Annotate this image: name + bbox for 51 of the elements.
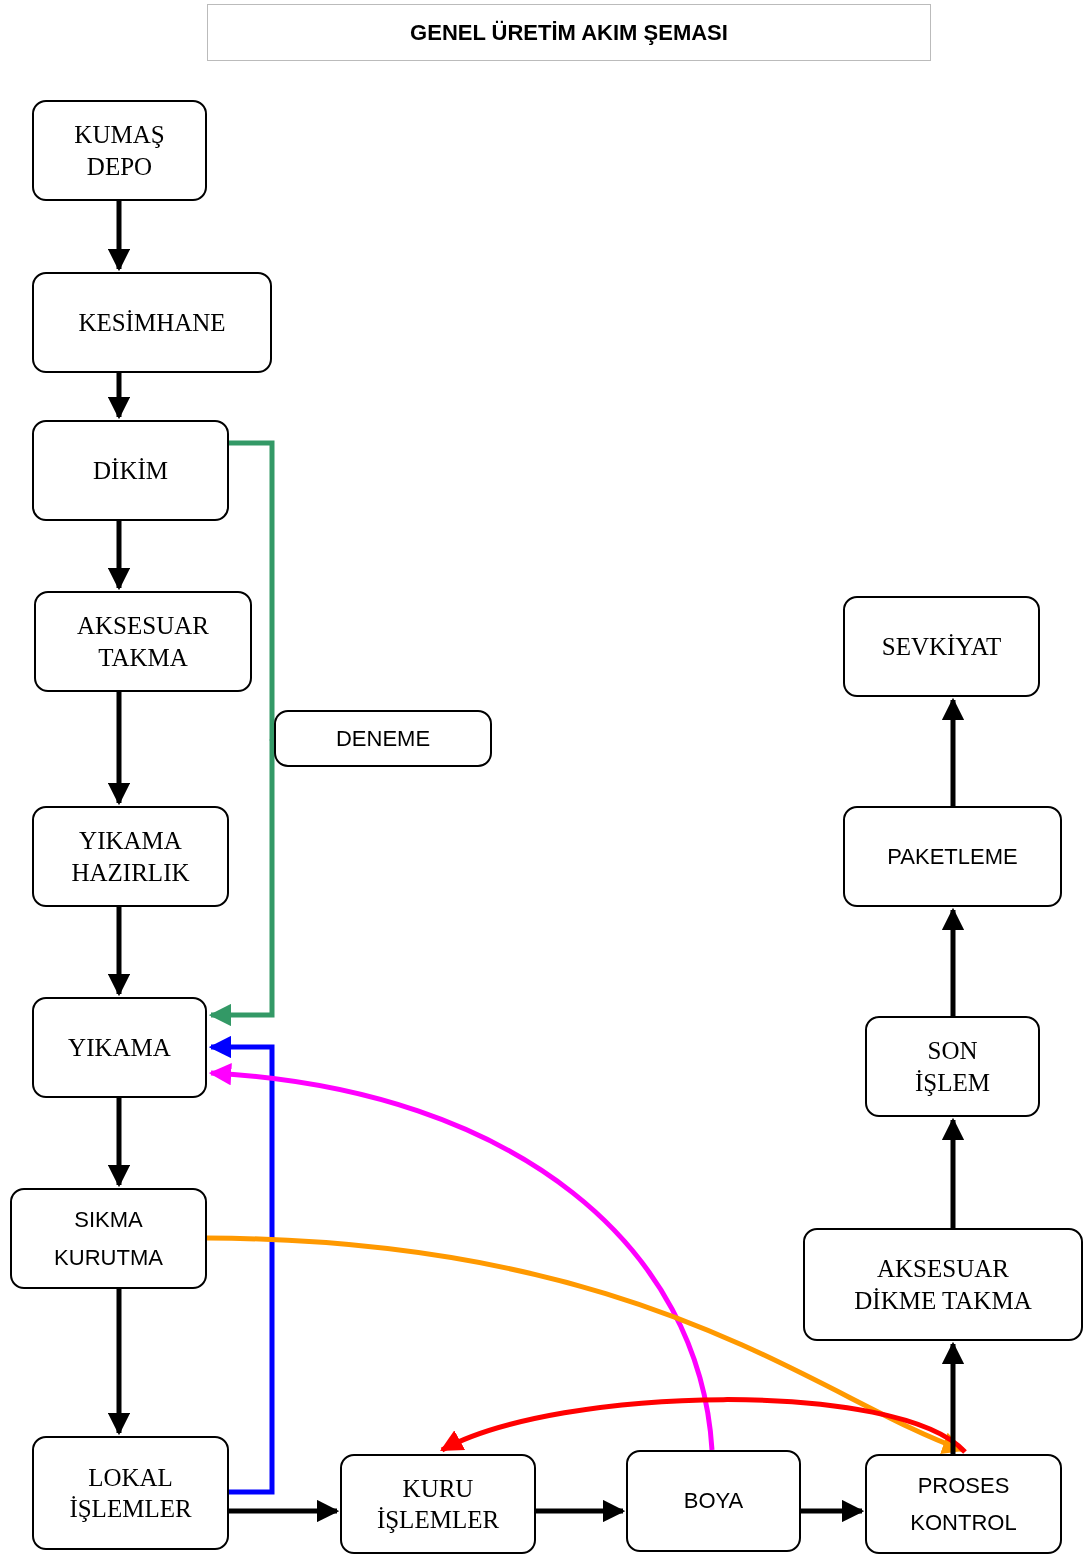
process-box [803, 1228, 1083, 1341]
process-box [32, 100, 207, 201]
process-box [32, 420, 229, 521]
arrow [107, 521, 131, 591]
arrow [107, 692, 131, 806]
arrow [107, 1289, 131, 1436]
node-label: DENEME [335, 724, 431, 753]
arrow [107, 1098, 131, 1188]
process-box [865, 1454, 1062, 1554]
node-label: KUMAŞ DEPO [73, 120, 166, 182]
process-box [32, 997, 207, 1098]
node-label: BOYA [683, 1487, 744, 1516]
title-box: GENEL ÜRETİM AKIM ŞEMASI [207, 4, 931, 61]
process-box [274, 710, 492, 767]
arrow [941, 1117, 965, 1228]
node-label: LOKAL İŞLEMLER [68, 1462, 193, 1524]
arrow [941, 907, 965, 1016]
arrow [536, 1499, 626, 1523]
arrow [208, 739, 276, 1027]
arrow [107, 201, 131, 272]
process-box [340, 1454, 536, 1554]
process-box [843, 596, 1040, 697]
process-box [10, 1188, 207, 1289]
process-box [34, 591, 252, 692]
process-box [32, 806, 229, 907]
node-label: DİKİM [93, 455, 168, 486]
arrow [107, 907, 131, 997]
arrow [208, 1035, 275, 1495]
process-box [32, 272, 272, 373]
node-label: PROSES KONTROL [909, 1471, 1018, 1537]
node-label: KURU İŞLEMLER [375, 1473, 501, 1535]
node-label: SEVKİYAT [881, 631, 1002, 662]
arrow [801, 1499, 865, 1523]
arrow [107, 373, 131, 420]
node-label: YIKAMA [68, 1032, 171, 1063]
process-box [865, 1016, 1040, 1117]
process-box [32, 1436, 229, 1550]
process-box [843, 806, 1062, 907]
process-box [626, 1450, 801, 1552]
node-label: AKSESUAR TAKMA [76, 611, 210, 673]
arrow [941, 1341, 965, 1454]
arrow [941, 697, 965, 806]
arrow [208, 1063, 715, 1451]
node-label: YIKAMA HAZIRLIK [70, 826, 191, 888]
node-label: SIKMA KURUTMA [53, 1206, 164, 1272]
node-label: KESİMHANE [78, 307, 226, 338]
node-label: PAKETLEME [887, 842, 1018, 871]
arrow [229, 1499, 340, 1523]
node-label: SON İŞLEM [914, 1036, 991, 1098]
arrow [439, 1397, 967, 1454]
node-label: AKSESUAR DİKME TAKMA [853, 1254, 1033, 1316]
